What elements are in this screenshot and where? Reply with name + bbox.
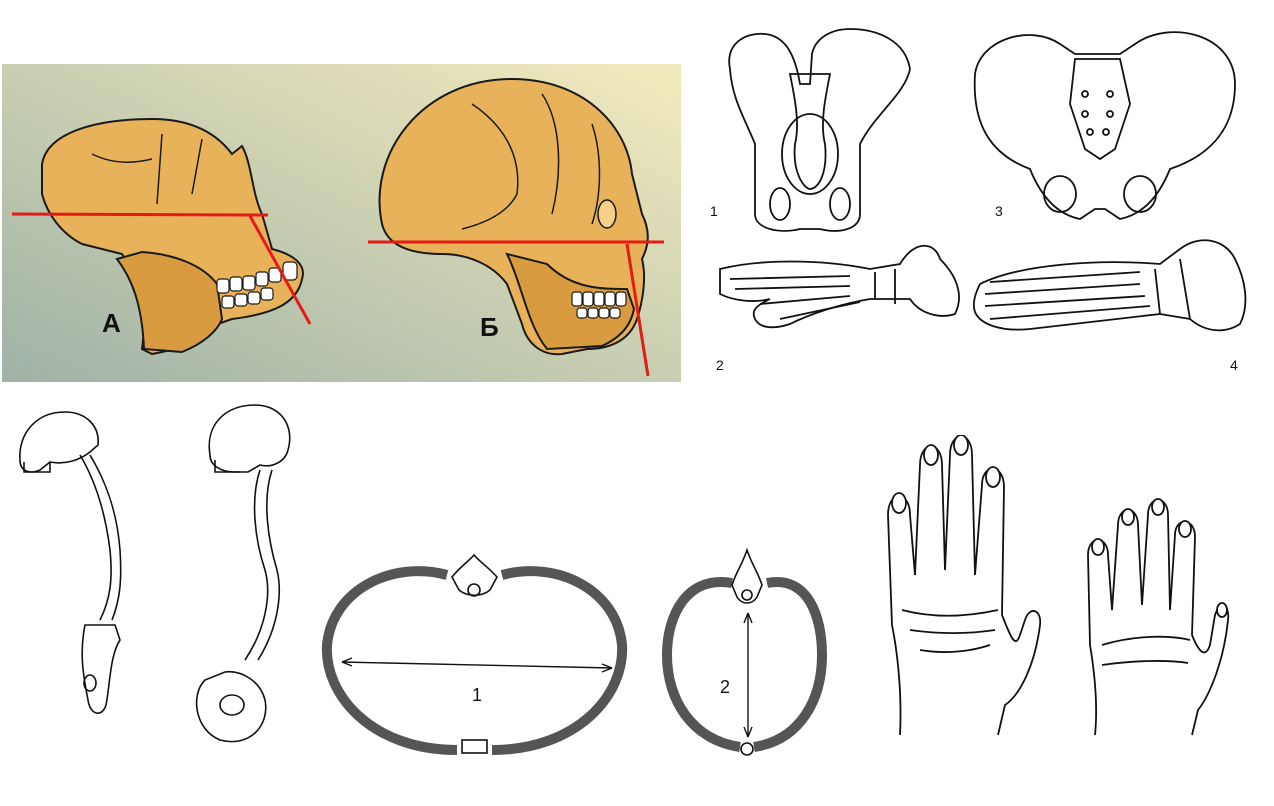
ape-thorax-section [661, 547, 828, 756]
human-pelvis [973, 31, 1236, 220]
ape-horizontal-line [11, 212, 269, 217]
human-facial-angle-line [625, 243, 650, 377]
foot-label-2: 2 [716, 357, 724, 373]
human-foot [972, 239, 1247, 332]
ape-hand [887, 435, 1042, 736]
pelvis-label-3: 3 [995, 203, 1003, 219]
ape-foot [719, 244, 960, 329]
human-skull [378, 77, 649, 356]
human-spine [195, 404, 291, 743]
hand-comparison-panel [880, 435, 1240, 745]
skull-comparison-panel: А Б [2, 64, 681, 382]
foot-label-4: 4 [1230, 357, 1238, 373]
thorax-label-1: 1 [472, 685, 482, 705]
ape-skull [41, 117, 304, 356]
ape-pelvis [728, 28, 911, 232]
spine-comparison-figure [19, 404, 291, 743]
pelvis-foot-figure: 1 3 2 4 [710, 28, 1247, 373]
hand-comparison-figure [887, 435, 1230, 736]
skull-comparison-figure: А Б [2, 64, 681, 382]
ape-spine [19, 411, 122, 714]
ape-facial-angle-line [248, 215, 312, 325]
label-ape: А [102, 308, 121, 338]
human-hand [1087, 498, 1230, 736]
thorax-label-2: 2 [720, 677, 730, 697]
spine-comparison-panel [10, 400, 300, 760]
human-thorax-section [321, 553, 628, 755]
thorax-comparison-figure: 1 2 [321, 547, 828, 756]
thorax-comparison-panel: 1 2 [312, 535, 832, 765]
label-human: Б [480, 312, 499, 342]
pelvis-label-1: 1 [710, 203, 718, 219]
pelvis-foot-panel: 1 3 2 4 [700, 14, 1260, 384]
